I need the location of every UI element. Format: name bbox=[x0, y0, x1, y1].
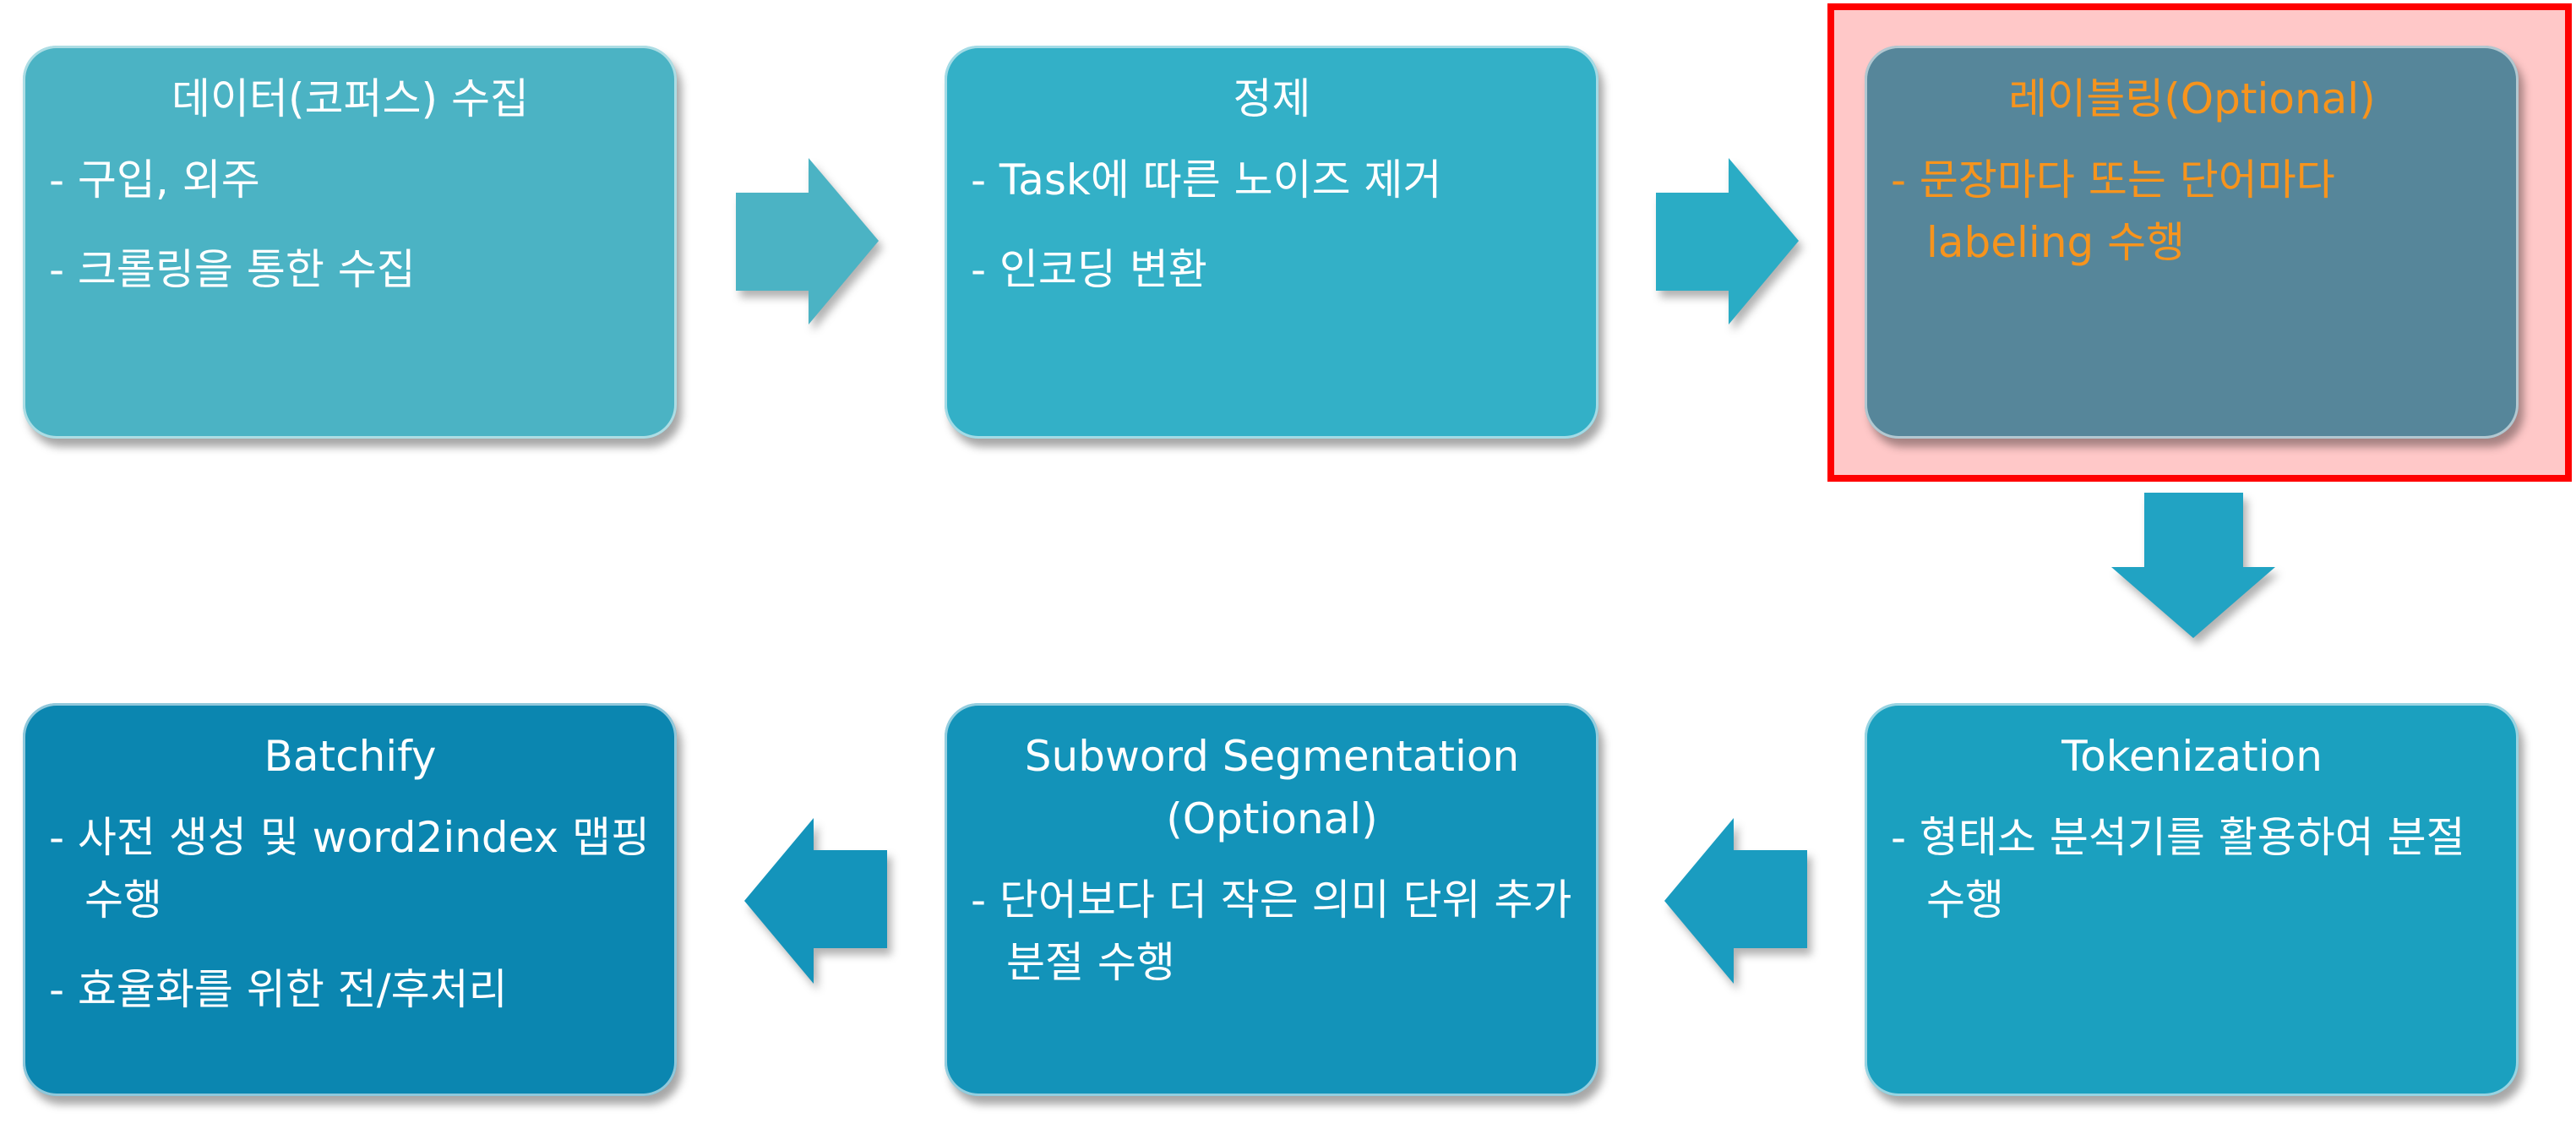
step-bullet: - 크롤링을 통한 수집 bbox=[49, 245, 416, 294]
arrow-down-icon bbox=[2111, 493, 2275, 638]
step-labeling: 레이블링(Optional) - 문장마다 또는 단어마다 labeling 수… bbox=[1865, 46, 2519, 439]
arrow-left-icon bbox=[744, 818, 887, 984]
step-bullet: - 단어보다 더 작은 의미 단위 추가 분절 수행 bbox=[971, 875, 1572, 987]
step-title: Batchify bbox=[264, 732, 437, 781]
step-title: 레이블링(Optional) bbox=[2008, 74, 2376, 123]
step-bullet: - 문장마다 또는 단어마다 labeling 수행 bbox=[1891, 155, 2335, 267]
step-bullet: - 효율화를 위한 전/후처리 bbox=[49, 965, 508, 1014]
step-title: 데이터(코퍼스) 수집 bbox=[172, 74, 529, 123]
step-title: Subword Segmentation (Optional) bbox=[1024, 732, 1520, 843]
step-title: Tokenization bbox=[2061, 732, 2323, 781]
step-tokenization: Tokenization - 형태소 분석기를 활용하여 분절 수행 bbox=[1865, 703, 2519, 1096]
arrow-right-icon bbox=[1656, 158, 1799, 325]
step-data-collection: 데이터(코퍼스) 수집 - 구입, 외주 - 크롤링을 통한 수집 bbox=[23, 46, 677, 439]
step-subword-segmentation: Subword Segmentation (Optional) - 단어보다 더… bbox=[945, 703, 1598, 1096]
step-bullet: - 사전 생성 및 word2index 맵핑 수행 bbox=[49, 813, 651, 925]
step-bullet: - 인코딩 변환 bbox=[971, 245, 1207, 294]
step-bullet: - Task에 따른 노이즈 제거 bbox=[971, 155, 1442, 205]
step-cleaning: 정제 - Task에 따른 노이즈 제거 - 인코딩 변환 bbox=[945, 46, 1598, 439]
arrow-left-icon bbox=[1664, 818, 1807, 984]
step-bullet: - 구입, 외주 bbox=[49, 155, 260, 205]
step-bullet: - 형태소 분석기를 활용하여 분절 수행 bbox=[1891, 813, 2465, 925]
step-batchify: Batchify - 사전 생성 및 word2index 맵핑 수행 - 효율… bbox=[23, 703, 677, 1096]
step-title: 정제 bbox=[1233, 74, 1311, 123]
arrow-right-icon bbox=[736, 158, 879, 325]
